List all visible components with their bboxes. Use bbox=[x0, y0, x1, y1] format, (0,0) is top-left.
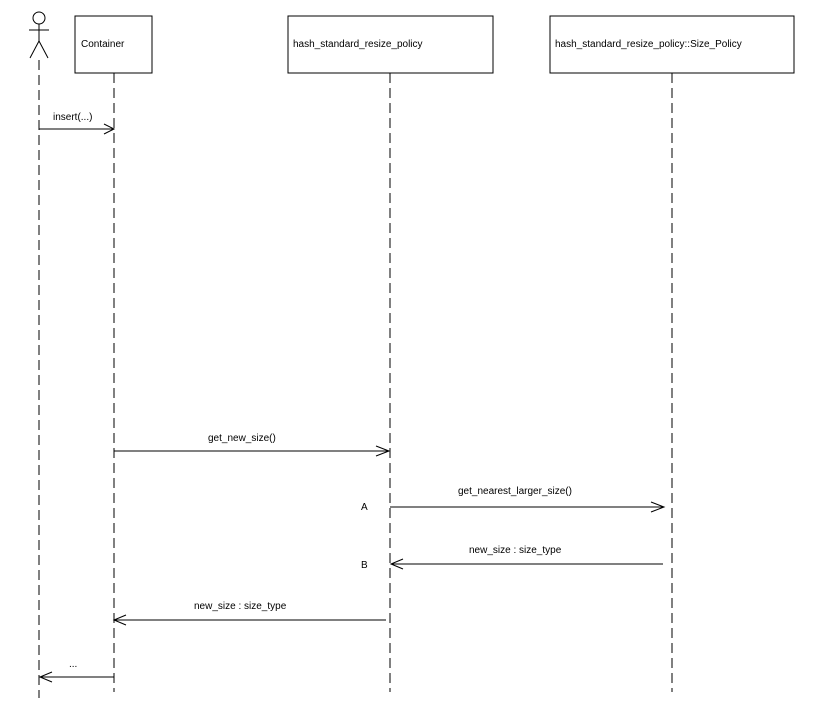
message-get-nearest-larger-size-arrowhead bbox=[650, 501, 666, 513]
message-return-container-label: ... bbox=[69, 659, 77, 670]
participant-label-container: Container bbox=[81, 39, 125, 50]
message-get-new-size-label: get_new_size() bbox=[208, 433, 276, 444]
marker-a: A bbox=[361, 502, 368, 513]
message-get-nearest-larger-size-label: get_nearest_larger_size() bbox=[458, 486, 572, 497]
participant-box-size-policy bbox=[549, 15, 795, 74]
participant-policy: hash_standard_resize_policy bbox=[287, 15, 494, 74]
participant-box-policy bbox=[287, 15, 494, 74]
marker-b: B bbox=[361, 560, 368, 571]
participant-box-container bbox=[74, 15, 153, 74]
message-get-new-size-arrowhead bbox=[375, 445, 391, 457]
message-return-size-policy-arrowhead bbox=[389, 558, 404, 570]
participant-container: Container bbox=[74, 15, 153, 74]
message-return-size-policy-label: new_size : size_type bbox=[469, 545, 562, 556]
participant-label-policy: hash_standard_resize_policy bbox=[293, 39, 423, 50]
stick-figure-actor-icon bbox=[29, 11, 49, 59]
participant-size-policy: hash_standard_resize_policy::Size_Policy bbox=[549, 15, 795, 74]
message-return-policy-arrowhead bbox=[112, 614, 127, 626]
message-return-container-arrowhead bbox=[38, 671, 53, 683]
message-return-policy-label: new_size : size_type bbox=[194, 601, 287, 612]
message-insert-label: insert(...) bbox=[53, 112, 92, 123]
message-insert-arrowhead bbox=[103, 123, 116, 135]
participant-label-size-policy: hash_standard_resize_policy::Size_Policy bbox=[555, 39, 742, 50]
